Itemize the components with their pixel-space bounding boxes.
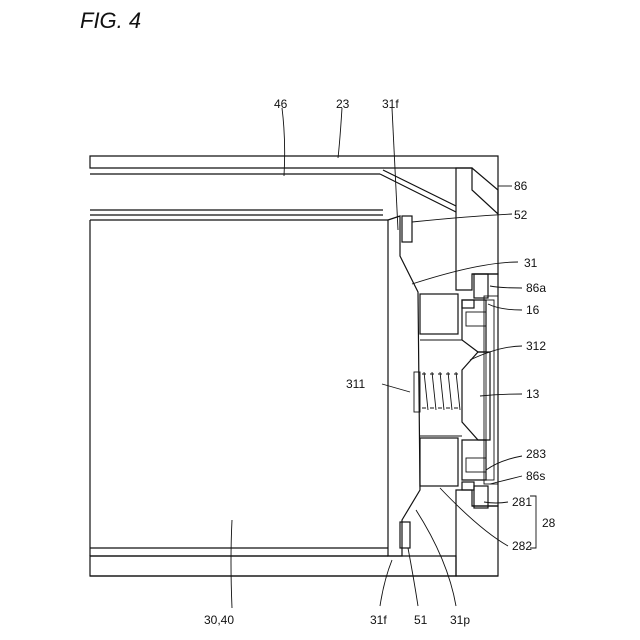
label-86: 86 [514,179,528,193]
housing-86 [90,156,498,576]
valve-assembly [414,274,494,508]
label-86a: 86a [526,281,546,295]
label-16: 16 [526,303,540,317]
label-28: 28 [542,516,556,530]
label-13: 13 [526,387,540,401]
label-312: 312 [526,339,546,353]
figure-title: FIG. 4 [80,8,141,33]
label-52: 52 [514,208,528,222]
casing-46 [90,170,456,220]
label-51: 51 [414,613,428,627]
label-311: 311 [346,377,365,391]
leader-lines [231,108,522,608]
battery-cell [90,220,388,556]
lid-plate-31 [388,216,420,556]
label-31: 31 [524,256,538,270]
spring [414,372,460,412]
label-281: 281 [512,495,532,509]
label-283: 283 [526,447,546,461]
label-30-40: 30,40 [204,613,234,627]
label-86s: 86s [526,469,545,483]
label-31p: 31p [450,613,470,627]
label-31f-bottom: 31f [370,613,387,627]
label-31f-top: 31f [382,97,399,111]
label-282: 282 [512,539,532,553]
label-23: 23 [336,97,350,111]
label-46: 46 [274,97,288,111]
